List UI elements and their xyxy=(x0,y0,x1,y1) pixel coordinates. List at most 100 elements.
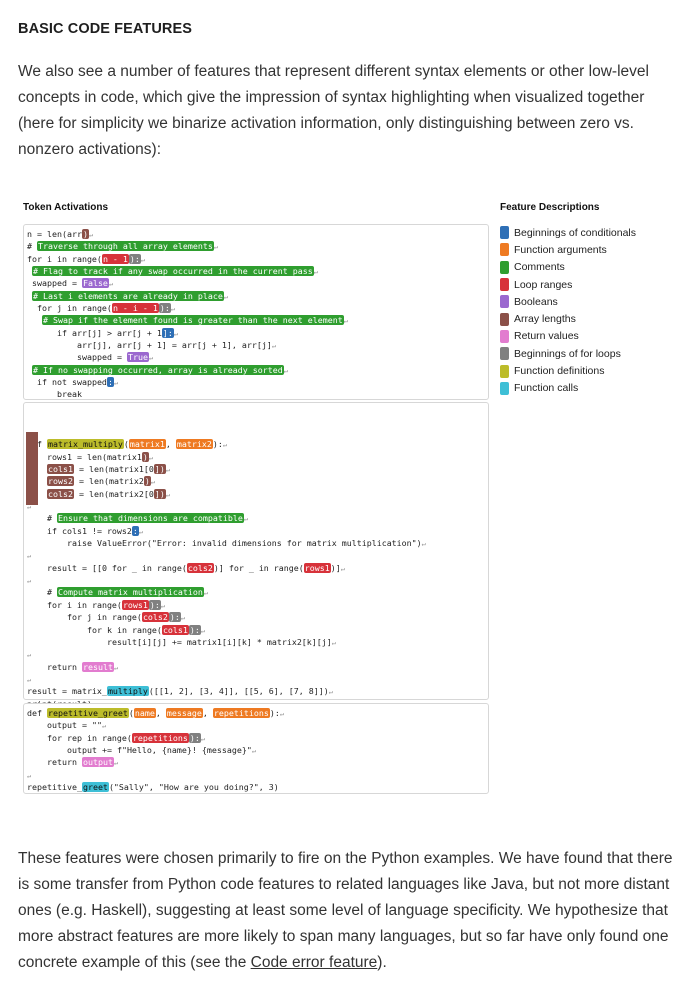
code-line: result = [[0 for _ in range(cols2)] for … xyxy=(24,562,488,574)
code-panel-bubble-sort: n = len(arr)↵# Traverse through all arra… xyxy=(23,224,489,400)
code-text: for j in range( xyxy=(67,612,142,623)
code-text: output += f"Hello, {name}! {message}" xyxy=(67,745,252,756)
code-text: if cols1 != rows2 xyxy=(47,525,132,536)
boolean-token: False xyxy=(81,278,109,289)
for-loop-token: ): xyxy=(128,253,141,264)
code-text: ): xyxy=(212,439,223,450)
legend-item: Comments xyxy=(500,259,636,276)
code-text: raise ValueError("Error: invalid dimensi… xyxy=(67,538,422,549)
code-text: def xyxy=(27,708,47,718)
array-length-token: ) xyxy=(143,476,151,487)
return-symbol-icon: ↵ xyxy=(203,589,209,598)
function-argument-token: message xyxy=(165,708,203,718)
intro-paragraph: We also see a number of features that re… xyxy=(18,63,649,158)
outro-paragraph: These features were chosen primarily to … xyxy=(18,846,673,976)
code-text: rows1 = len(matrix1 xyxy=(47,451,142,462)
legend-label: Beginnings of conditionals xyxy=(514,226,637,239)
function-argument-token: matrix1 xyxy=(128,439,166,450)
array-length-token: cols2 xyxy=(47,488,74,499)
outro-text-end: ). xyxy=(377,954,387,971)
code-line: raise ValueError("Error: invalid dimensi… xyxy=(24,537,488,549)
legend-swatch-icon xyxy=(500,312,509,326)
return-symbol-icon: ↵ xyxy=(213,243,219,252)
code-line: for k in range(cols1):↵ xyxy=(24,624,488,636)
loop-range-token: cols2 xyxy=(186,562,214,573)
section-heading: BASIC CODE FEATURES xyxy=(18,21,193,37)
code-text: , xyxy=(155,708,166,718)
code-error-feature-link[interactable]: Code error feature xyxy=(250,954,378,971)
return-symbol-icon: ↵ xyxy=(170,305,176,314)
legend-label: Function calls xyxy=(514,382,579,395)
comment-token: # Last i elements are already in place xyxy=(32,290,224,301)
code-line: # Swap if the element found is greater t… xyxy=(24,314,488,326)
function-call-token: multiply xyxy=(106,686,149,697)
return-symbol-icon: ↵ xyxy=(271,342,277,351)
legend-label: Function definitions xyxy=(514,365,605,378)
boolean-token: True xyxy=(126,352,149,363)
code-line: result = matrix_multiply([[1, 2], [3, 4]… xyxy=(24,685,488,697)
legend-swatch-icon xyxy=(500,347,509,361)
return-symbol-icon: ↵ xyxy=(113,759,119,768)
code-line: def repetitive_greet(name, message, repe… xyxy=(24,707,488,719)
return-symbol-icon: ↵ xyxy=(243,515,249,524)
array-length-token: ) xyxy=(141,451,149,462)
code-line: # Traverse through all array elements↵ xyxy=(24,240,488,252)
code-text: ( xyxy=(128,708,134,718)
return-value-token: output xyxy=(81,757,114,768)
return-symbol-icon: ↵ xyxy=(138,527,144,536)
array-length-activation-bar xyxy=(26,432,38,505)
legend-item: Beginnings of conditionals xyxy=(500,224,636,241)
legend-swatch-icon xyxy=(500,295,509,309)
legend-item: Function arguments xyxy=(500,241,636,258)
code-line: result[i][j] += matrix1[i][k] * matrix2[… xyxy=(24,636,488,648)
legend-item: Booleans xyxy=(500,293,636,310)
code-text: result[i][j] += matrix1[i][k] * matrix2[… xyxy=(107,636,332,647)
legend-swatch-icon xyxy=(500,381,509,395)
code-line: # Compute matrix multiplication↵ xyxy=(24,586,488,598)
function-call-token: greet xyxy=(81,782,109,793)
code-text: for i in range( xyxy=(27,253,102,264)
legend-label: Return values xyxy=(514,330,579,343)
code-text: swapped = xyxy=(32,278,82,289)
code-line: ↵ xyxy=(24,500,488,512)
code-line: output = ""↵ xyxy=(24,719,488,731)
code-line: n = len(arr)↵ xyxy=(24,228,488,240)
return-symbol-icon: ↵ xyxy=(223,292,229,301)
code-line: cols2 = len(matrix2[0])↵ xyxy=(24,488,488,500)
return-symbol-icon: ↵ xyxy=(251,747,257,756)
code-line: for rep in range(repetitions):↵ xyxy=(24,732,488,744)
legend-item: Loop ranges xyxy=(500,276,636,293)
return-symbol-icon: ↵ xyxy=(160,601,166,610)
token-activations-title: Token Activations xyxy=(23,202,109,213)
loop-range-token: cols2 xyxy=(141,612,169,623)
function-argument-token: repetitions xyxy=(212,708,270,718)
loop-range-token: rows1 xyxy=(303,562,331,573)
code-text: swapped = xyxy=(77,352,127,363)
array-length-token: ]) xyxy=(153,488,166,499)
code-line: if not swapped:↵ xyxy=(24,376,488,388)
code-line: rows2 = len(matrix2)↵ xyxy=(24,475,488,487)
code-text: for k in range( xyxy=(87,624,162,635)
function-definition-token: matrix_multiply xyxy=(46,439,124,450)
code-line: for j in range(n - i - 1):↵ xyxy=(24,302,488,314)
loop-range-token: repetitions xyxy=(131,732,189,743)
code-text: for j in range( xyxy=(37,303,112,314)
return-symbol-icon: ↵ xyxy=(343,317,348,326)
return-symbol-icon: ↵ xyxy=(279,710,285,718)
code-line: return result↵ xyxy=(24,661,488,673)
legend-swatch-icon xyxy=(500,243,509,257)
legend-item: Array lengths xyxy=(500,310,636,327)
code-text: n = len(arr xyxy=(27,229,82,239)
legend-label: Beginnings of for loops xyxy=(514,347,621,360)
code-line: ↵ xyxy=(24,648,488,660)
code-line: ↵ xyxy=(24,673,488,685)
code-text: # xyxy=(27,241,37,252)
code-text: , xyxy=(165,439,176,450)
code-line: # Last i elements are already in place↵ xyxy=(24,290,488,302)
function-argument-token: matrix2 xyxy=(175,439,213,450)
for-loop-token: ): xyxy=(188,732,201,743)
return-symbol-icon: ↵ xyxy=(165,466,171,475)
code-text: for rep in range( xyxy=(47,732,132,743)
code-text: ("Sally", "How are you doing?", 3) xyxy=(108,782,279,793)
code-text: = len(matrix1[0 xyxy=(73,464,154,475)
